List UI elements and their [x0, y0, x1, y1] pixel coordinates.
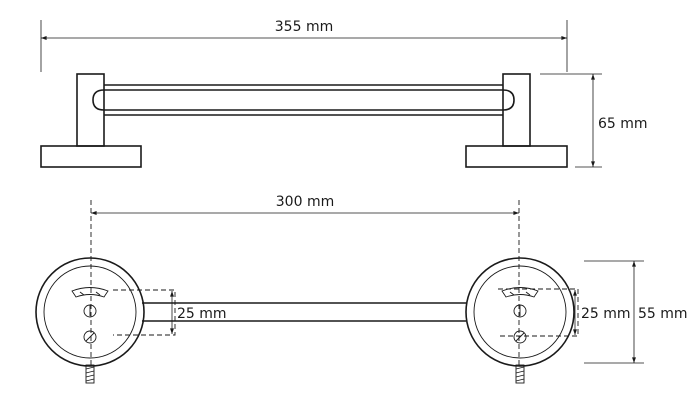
base-diameter-label: 55 mm — [638, 306, 688, 322]
overall-length-label: 355 mm — [275, 19, 333, 35]
slot-width-label: 25 mm — [581, 306, 631, 322]
height-label: 65 mm — [598, 116, 648, 132]
right-slot-detail — [509, 291, 531, 296]
right-base-plate — [465, 145, 568, 168]
side-view: 355 mm 65 mm — [40, 19, 648, 168]
towel-bar-left-cap — [92, 89, 105, 111]
left-screw-icon — [85, 364, 95, 384]
left-disc-outer — [35, 257, 145, 367]
right-screw-icon — [515, 364, 525, 384]
mounting-distance-label: 300 mm — [276, 194, 334, 210]
front-view: 300 mm — [35, 194, 688, 384]
left-mounting-slot — [71, 287, 109, 298]
slot-width-dashed-box — [498, 288, 579, 337]
right-disc-inner — [473, 265, 567, 359]
right-mounting-slot — [501, 287, 539, 298]
left-keyhole-lower — [83, 330, 97, 344]
left-slot-detail — [79, 291, 101, 296]
right-keyhole-lower-slit — [515, 332, 525, 342]
left-disc-inner — [43, 265, 137, 359]
left-base-plate — [40, 145, 142, 168]
towel-bar-right-cap — [502, 89, 515, 111]
towel-bar-outer — [104, 84, 503, 116]
left-keyhole-lower-slit — [85, 332, 95, 342]
right-keyhole-lower — [513, 330, 527, 344]
towel-bar-inner — [104, 89, 503, 111]
bar-width-dashed-box — [113, 289, 176, 336]
bar-width-label: 25 mm — [177, 306, 227, 322]
